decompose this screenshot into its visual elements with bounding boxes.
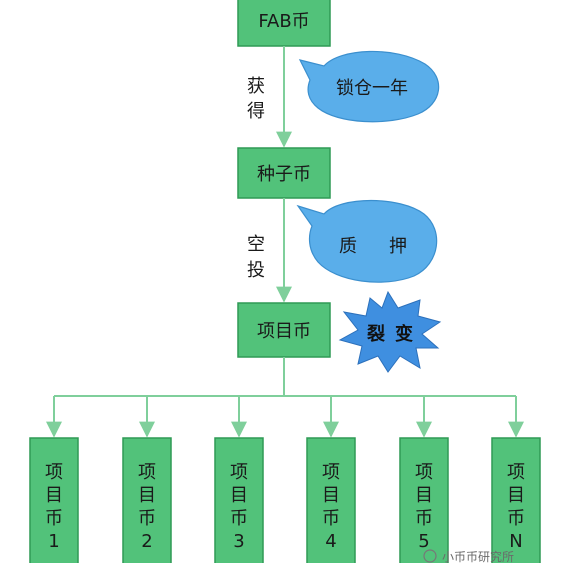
child-coin-2-char-1: 项 bbox=[138, 462, 156, 483]
child-coin-3-char-3: 币 bbox=[230, 508, 248, 529]
child-coin-5-char-4: 5 bbox=[418, 531, 429, 552]
child-coin-6-char-2: 目 bbox=[507, 485, 525, 506]
child-coin-box-6 bbox=[491, 437, 541, 563]
child-coin-4-char-4: 4 bbox=[325, 531, 336, 552]
watermark-text: 小币币研究所 bbox=[442, 549, 514, 563]
child-coin-1-char-4: 1 bbox=[48, 531, 59, 552]
child-coin-box-4 bbox=[306, 437, 356, 563]
fission-burst bbox=[338, 290, 442, 373]
edge-label-airdrop-2: 投 bbox=[247, 260, 265, 281]
fission-text-2: 变 bbox=[395, 323, 413, 345]
child-coin-1-char-2: 目 bbox=[45, 485, 63, 506]
fab-coin-label: FAB币 bbox=[258, 11, 309, 32]
seed-coin-label: 种子币 bbox=[257, 164, 311, 185]
child-coin-4-char-3: 币 bbox=[322, 508, 340, 529]
child-coin-box-1 bbox=[29, 437, 79, 563]
pledge-speech-bubble bbox=[296, 200, 438, 283]
child-coin-1-char-3: 币 bbox=[45, 508, 63, 529]
project-coin-label: 项目币 bbox=[257, 321, 311, 342]
pledge-bubble-text-2: 押 bbox=[389, 236, 407, 257]
child-coin-4-char-1: 项 bbox=[322, 462, 340, 483]
child-coin-6-char-1: 项 bbox=[507, 462, 525, 483]
child-coin-box-2 bbox=[122, 437, 172, 563]
child-coin-5-char-3: 币 bbox=[415, 508, 433, 529]
child-coin-1-char-1: 项 bbox=[45, 462, 63, 483]
lock-bubble-text: 锁仓一年 bbox=[336, 78, 408, 99]
child-coin-4-char-2: 目 bbox=[322, 485, 340, 506]
child-coin-2-char-2: 目 bbox=[138, 485, 156, 506]
child-coin-box-5 bbox=[399, 437, 449, 563]
project-coin-box bbox=[237, 302, 331, 358]
child-coin-3-char-4: 3 bbox=[233, 531, 244, 552]
child-coin-5-char-2: 目 bbox=[415, 485, 433, 506]
child-coin-6-char-4: N bbox=[509, 531, 522, 552]
pledge-bubble-text-1: 质 bbox=[339, 236, 357, 257]
child-coin-3-char-1: 项 bbox=[230, 462, 248, 483]
child-coin-2-char-3: 币 bbox=[138, 508, 156, 529]
fab-coin-box bbox=[237, 0, 331, 47]
edge-label-airdrop-1: 空 bbox=[247, 234, 265, 255]
edge-label-obtain-2: 得 bbox=[247, 101, 265, 122]
watermark-icon bbox=[423, 549, 437, 563]
child-coin-6-char-3: 币 bbox=[507, 508, 525, 529]
child-coin-5-char-1: 项 bbox=[415, 462, 433, 483]
seed-coin-box bbox=[237, 147, 331, 199]
fission-text-1: 裂 bbox=[366, 324, 385, 345]
child-coin-box-3 bbox=[214, 437, 264, 563]
lock-speech-bubble bbox=[298, 50, 440, 123]
child-coin-2-char-4: 2 bbox=[141, 531, 152, 552]
child-coin-3-char-2: 目 bbox=[230, 485, 248, 506]
edge-label-obtain-1: 获 bbox=[247, 76, 265, 97]
